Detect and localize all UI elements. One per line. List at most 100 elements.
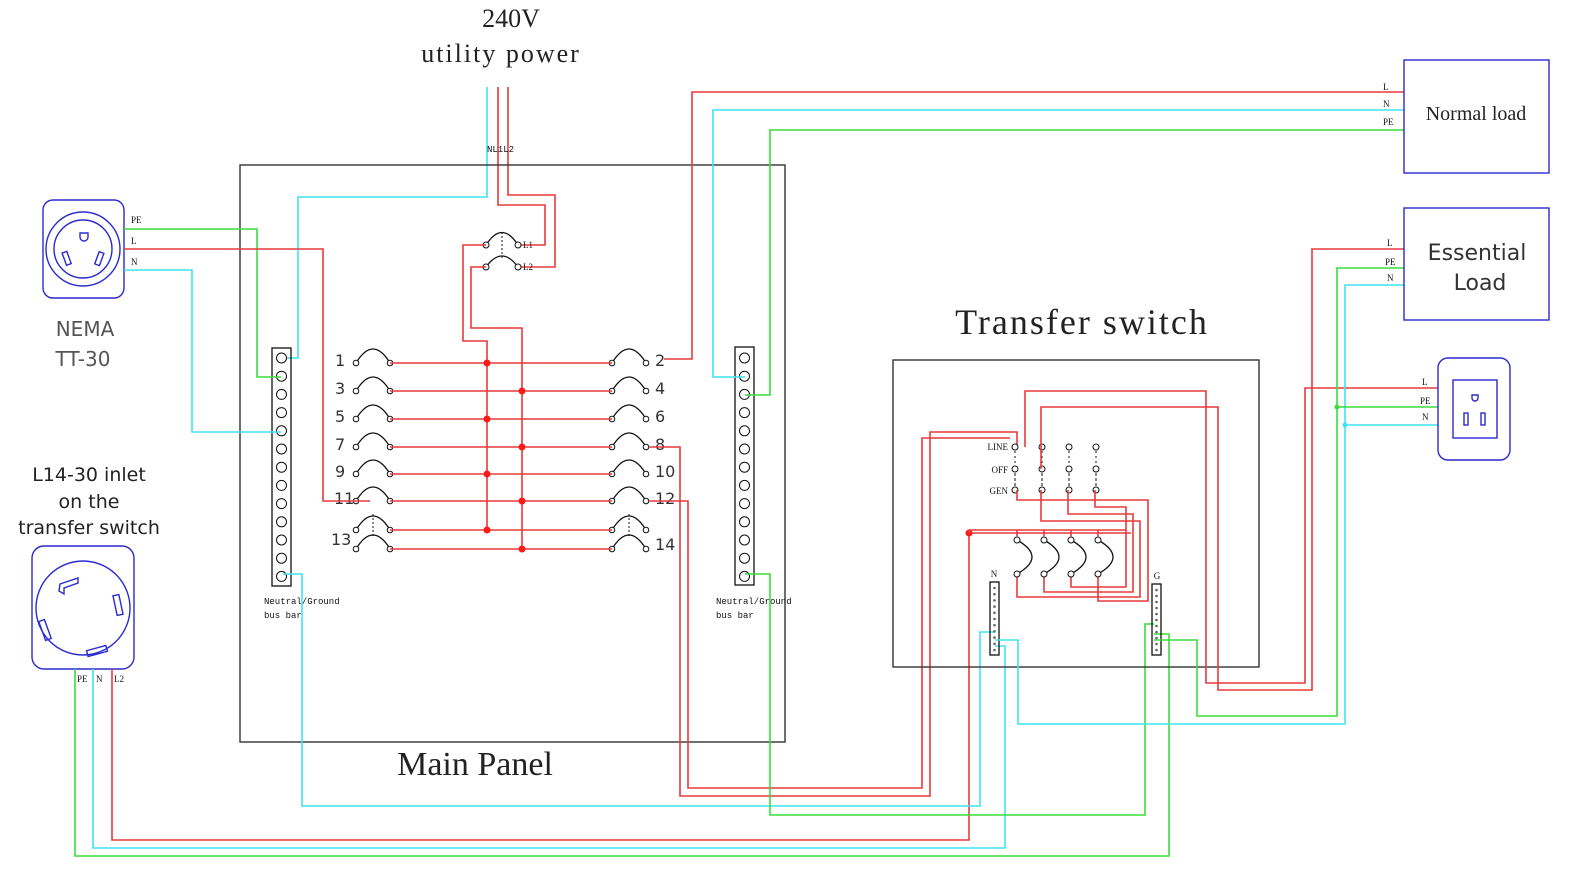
selector-contact — [1092, 465, 1100, 473]
ground-bar-screw — [1155, 606, 1158, 610]
bus-junction — [518, 497, 526, 505]
inlet-pe-wire — [74, 633, 1170, 857]
nema-pin-icon — [61, 250, 73, 267]
neutral-bar-screw — [993, 648, 996, 652]
bus-junction — [483, 470, 491, 478]
right-bus-bar-label-2: bus bar — [716, 611, 754, 621]
nema-l-wire — [124, 248, 370, 502]
essential-load-l-label: L — [1387, 238, 1393, 248]
bus-bar-terminal — [739, 352, 750, 364]
neutral-bar-screw — [993, 623, 996, 627]
main-panel-box — [239, 164, 786, 743]
nema-pe-label: PE — [131, 215, 142, 225]
main-breaker-l1-label: L1 — [523, 240, 533, 250]
bus-bar-terminal — [276, 407, 287, 419]
inlet-label-line1: L14-30 inlet — [32, 464, 146, 486]
normal-load-n-label: N — [1383, 99, 1390, 109]
essential-load-box — [1403, 207, 1550, 321]
breaker-terminal — [352, 415, 360, 423]
transfer-switch-box — [892, 359, 1260, 668]
bus-bar-terminal — [276, 443, 287, 455]
utility-l2-wire — [507, 87, 556, 268]
outlet-plate — [1437, 357, 1511, 461]
breaker-number-right: 14 — [655, 535, 675, 554]
bus-b-wire — [470, 266, 523, 549]
nema-label-line1: NEMA — [56, 317, 115, 341]
breaker-left — [355, 486, 391, 502]
left-bus-bar-label-2: bus bar — [264, 611, 302, 621]
bus-a-wire — [462, 244, 488, 530]
outlet-n-label: N — [1422, 412, 1429, 422]
ts-ground-to-loads-wire — [1154, 267, 1404, 717]
breaker-number-left: 1 — [335, 351, 345, 370]
ground-bar-screw — [1155, 594, 1158, 598]
nema-tt30-receptacle: PE L N NEMA TT-30 — [42, 199, 142, 371]
bus-junction — [518, 443, 526, 451]
breaker-number-left: 13 — [331, 530, 351, 549]
ground-bar-screw — [1155, 648, 1158, 652]
breaker-terminal — [642, 359, 650, 367]
breaker-terminal — [642, 470, 650, 478]
inlet-ground-pin-icon — [58, 577, 79, 596]
bus-junction — [483, 526, 491, 534]
essential-load: Essential Load L PE N — [1385, 207, 1550, 321]
breaker-right — [611, 376, 647, 392]
nema-n-wire — [124, 269, 281, 433]
nema-n-label: N — [131, 257, 138, 267]
normal-load-l-label: L — [1383, 82, 1389, 92]
utility-neutral-wire — [283, 87, 488, 359]
outlet-face — [1452, 379, 1498, 439]
inlet-n-wire — [92, 645, 1006, 849]
selector-contact — [1092, 443, 1100, 451]
selector-contact — [1038, 443, 1046, 451]
ts-breaker-terminal — [1040, 570, 1048, 578]
panel-neutral-to-ts-wire — [283, 573, 995, 807]
inlet-l2-label: L2 — [114, 674, 124, 684]
normal-load-box — [1403, 59, 1550, 174]
bus-bar-terminal — [276, 352, 287, 364]
essential-load-pe-label: PE — [1385, 257, 1396, 267]
neutral-bar-screw — [993, 617, 996, 621]
neutral-bar-screw — [993, 630, 996, 633]
inlet-pin-icon — [37, 618, 53, 642]
pe-junction — [1334, 404, 1340, 410]
bus-bar-terminal — [739, 425, 750, 437]
n-junction — [1342, 422, 1348, 428]
ts-position-off: OFF — [991, 465, 1008, 475]
bus-bar-terminal — [739, 443, 750, 455]
breaker-number-left: 7 — [335, 435, 345, 454]
bus-junction — [518, 387, 526, 395]
bus-bar-terminal — [739, 461, 750, 473]
breaker-number-right: 6 — [655, 407, 665, 426]
bus-bar-terminal — [276, 498, 287, 510]
normal-load-pe-wire — [745, 129, 1404, 396]
main-panel-label: Main Panel — [397, 746, 553, 783]
bus-bar-terminal — [739, 534, 750, 546]
breaker-terminal — [352, 359, 360, 367]
bus-bar-terminal — [276, 516, 287, 528]
neutral-bar-screw — [993, 599, 996, 602]
breaker-terminal — [642, 443, 650, 451]
selector-contact — [1065, 486, 1073, 494]
inlet-pin-icon — [112, 593, 124, 617]
panel-ground-to-ts-wire — [745, 573, 1154, 816]
breaker-left — [355, 404, 391, 420]
ground-bar-screw — [1155, 612, 1158, 616]
normal-load: Normal load L N PE — [1383, 59, 1550, 174]
bus-bar-terminal — [739, 570, 750, 582]
breaker-right — [611, 459, 647, 475]
bus-bar-terminal — [276, 425, 287, 437]
selector-contact — [1065, 465, 1073, 473]
breaker-terminal — [642, 415, 650, 423]
bus-bar-terminal — [276, 552, 287, 564]
right-bus-bar: Neutral/Ground bus bar — [716, 346, 792, 621]
selector-contact — [1011, 443, 1019, 451]
duplex-outlet: L PE N — [1420, 357, 1511, 461]
ts-breaker-terminal — [1094, 570, 1102, 578]
utility-terminal-labels: NL1L2 — [487, 145, 514, 155]
breaker-number-left: 5 — [335, 407, 345, 426]
ground-bar-screw — [1155, 624, 1158, 628]
normal-load-label: Normal load — [1426, 103, 1527, 125]
bus-bar-terminal — [739, 552, 750, 564]
